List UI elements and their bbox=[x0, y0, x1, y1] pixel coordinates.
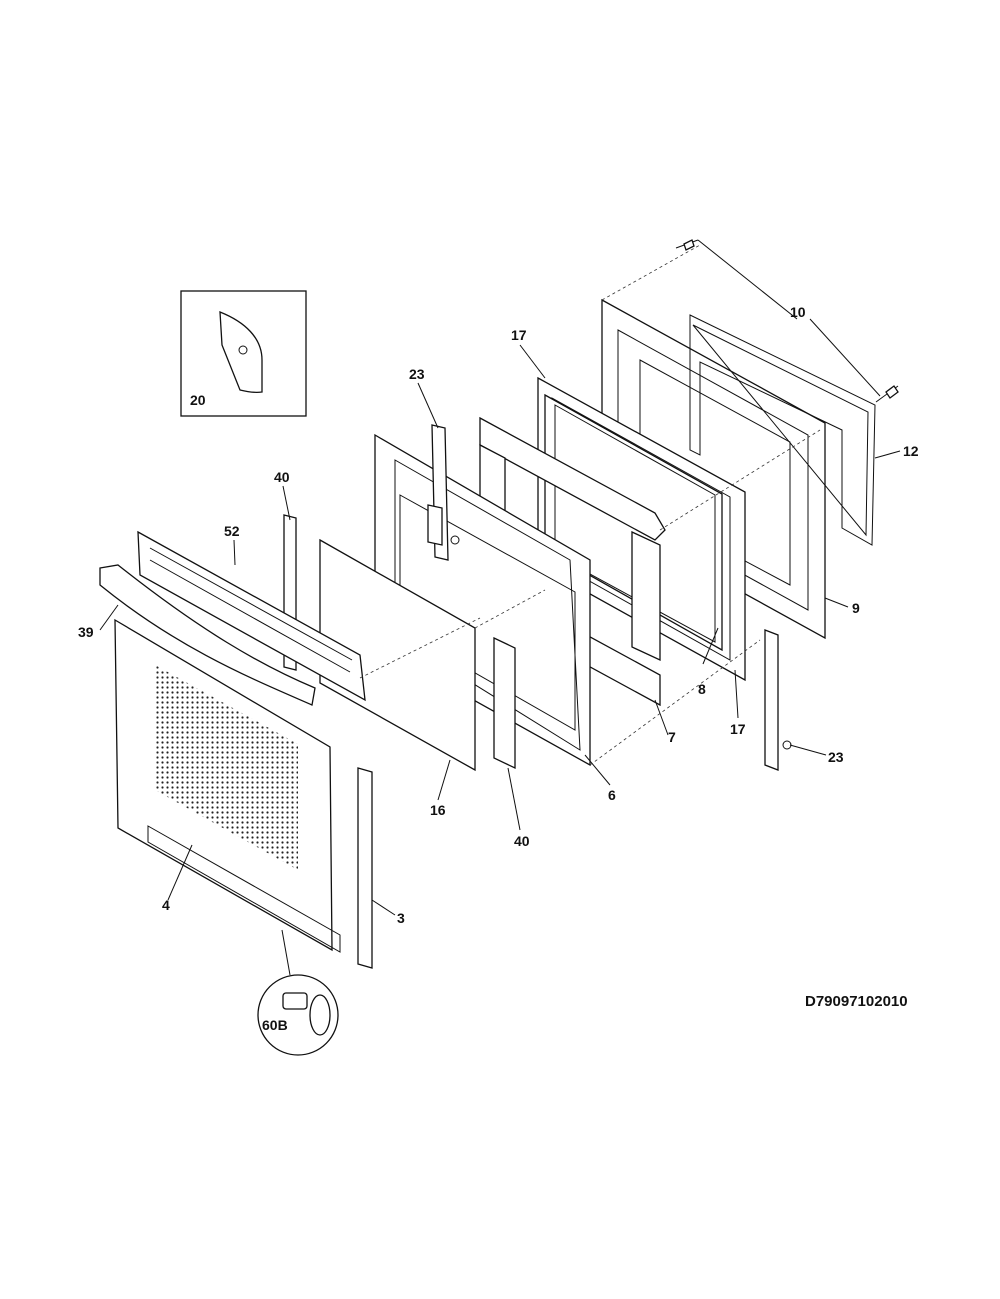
callout-23-right: 23 bbox=[828, 749, 844, 765]
alignment-lines bbox=[359, 429, 821, 766]
part-40-bracket-lower bbox=[493, 636, 516, 770]
callout-16: 16 bbox=[430, 802, 446, 818]
part-4-outer-door bbox=[114, 618, 341, 953]
part-23-hinge-left bbox=[427, 424, 460, 561]
callout-40-bottom: 40 bbox=[514, 833, 530, 849]
drawing-code: D79097102010 bbox=[805, 993, 908, 1010]
part-52-top-trim bbox=[137, 530, 366, 702]
callout-8: 8 bbox=[698, 681, 706, 697]
leader-lines bbox=[99, 239, 901, 976]
callout-17-bottom: 17 bbox=[730, 721, 746, 737]
callout-3: 3 bbox=[397, 910, 405, 926]
callout-60b: 60B bbox=[262, 1017, 288, 1033]
part-10-screws bbox=[675, 239, 899, 403]
callout-23-left: 23 bbox=[409, 366, 425, 382]
callout-39: 39 bbox=[78, 624, 94, 640]
part-3-side-trim bbox=[357, 767, 373, 969]
callout-12: 12 bbox=[903, 443, 919, 459]
callout-9: 9 bbox=[852, 600, 860, 616]
callout-labels: 10 12 17 9 23 20 40 52 39 8 7 17 23 6 16… bbox=[78, 304, 919, 1033]
callout-7: 7 bbox=[668, 729, 676, 745]
callout-40-top: 40 bbox=[274, 469, 290, 485]
callout-6: 6 bbox=[608, 787, 616, 803]
part-60b-screw-detail bbox=[257, 974, 339, 1056]
part-39-handle bbox=[99, 564, 316, 706]
callout-10: 10 bbox=[790, 304, 806, 320]
callout-17-top: 17 bbox=[511, 327, 527, 343]
callout-4: 4 bbox=[162, 897, 170, 913]
part-20-inset-box bbox=[180, 290, 307, 417]
part-23-hinge-right bbox=[764, 629, 792, 771]
part-12-door-gasket bbox=[689, 314, 876, 546]
callout-52: 52 bbox=[224, 523, 240, 539]
callout-20: 20 bbox=[190, 392, 206, 408]
